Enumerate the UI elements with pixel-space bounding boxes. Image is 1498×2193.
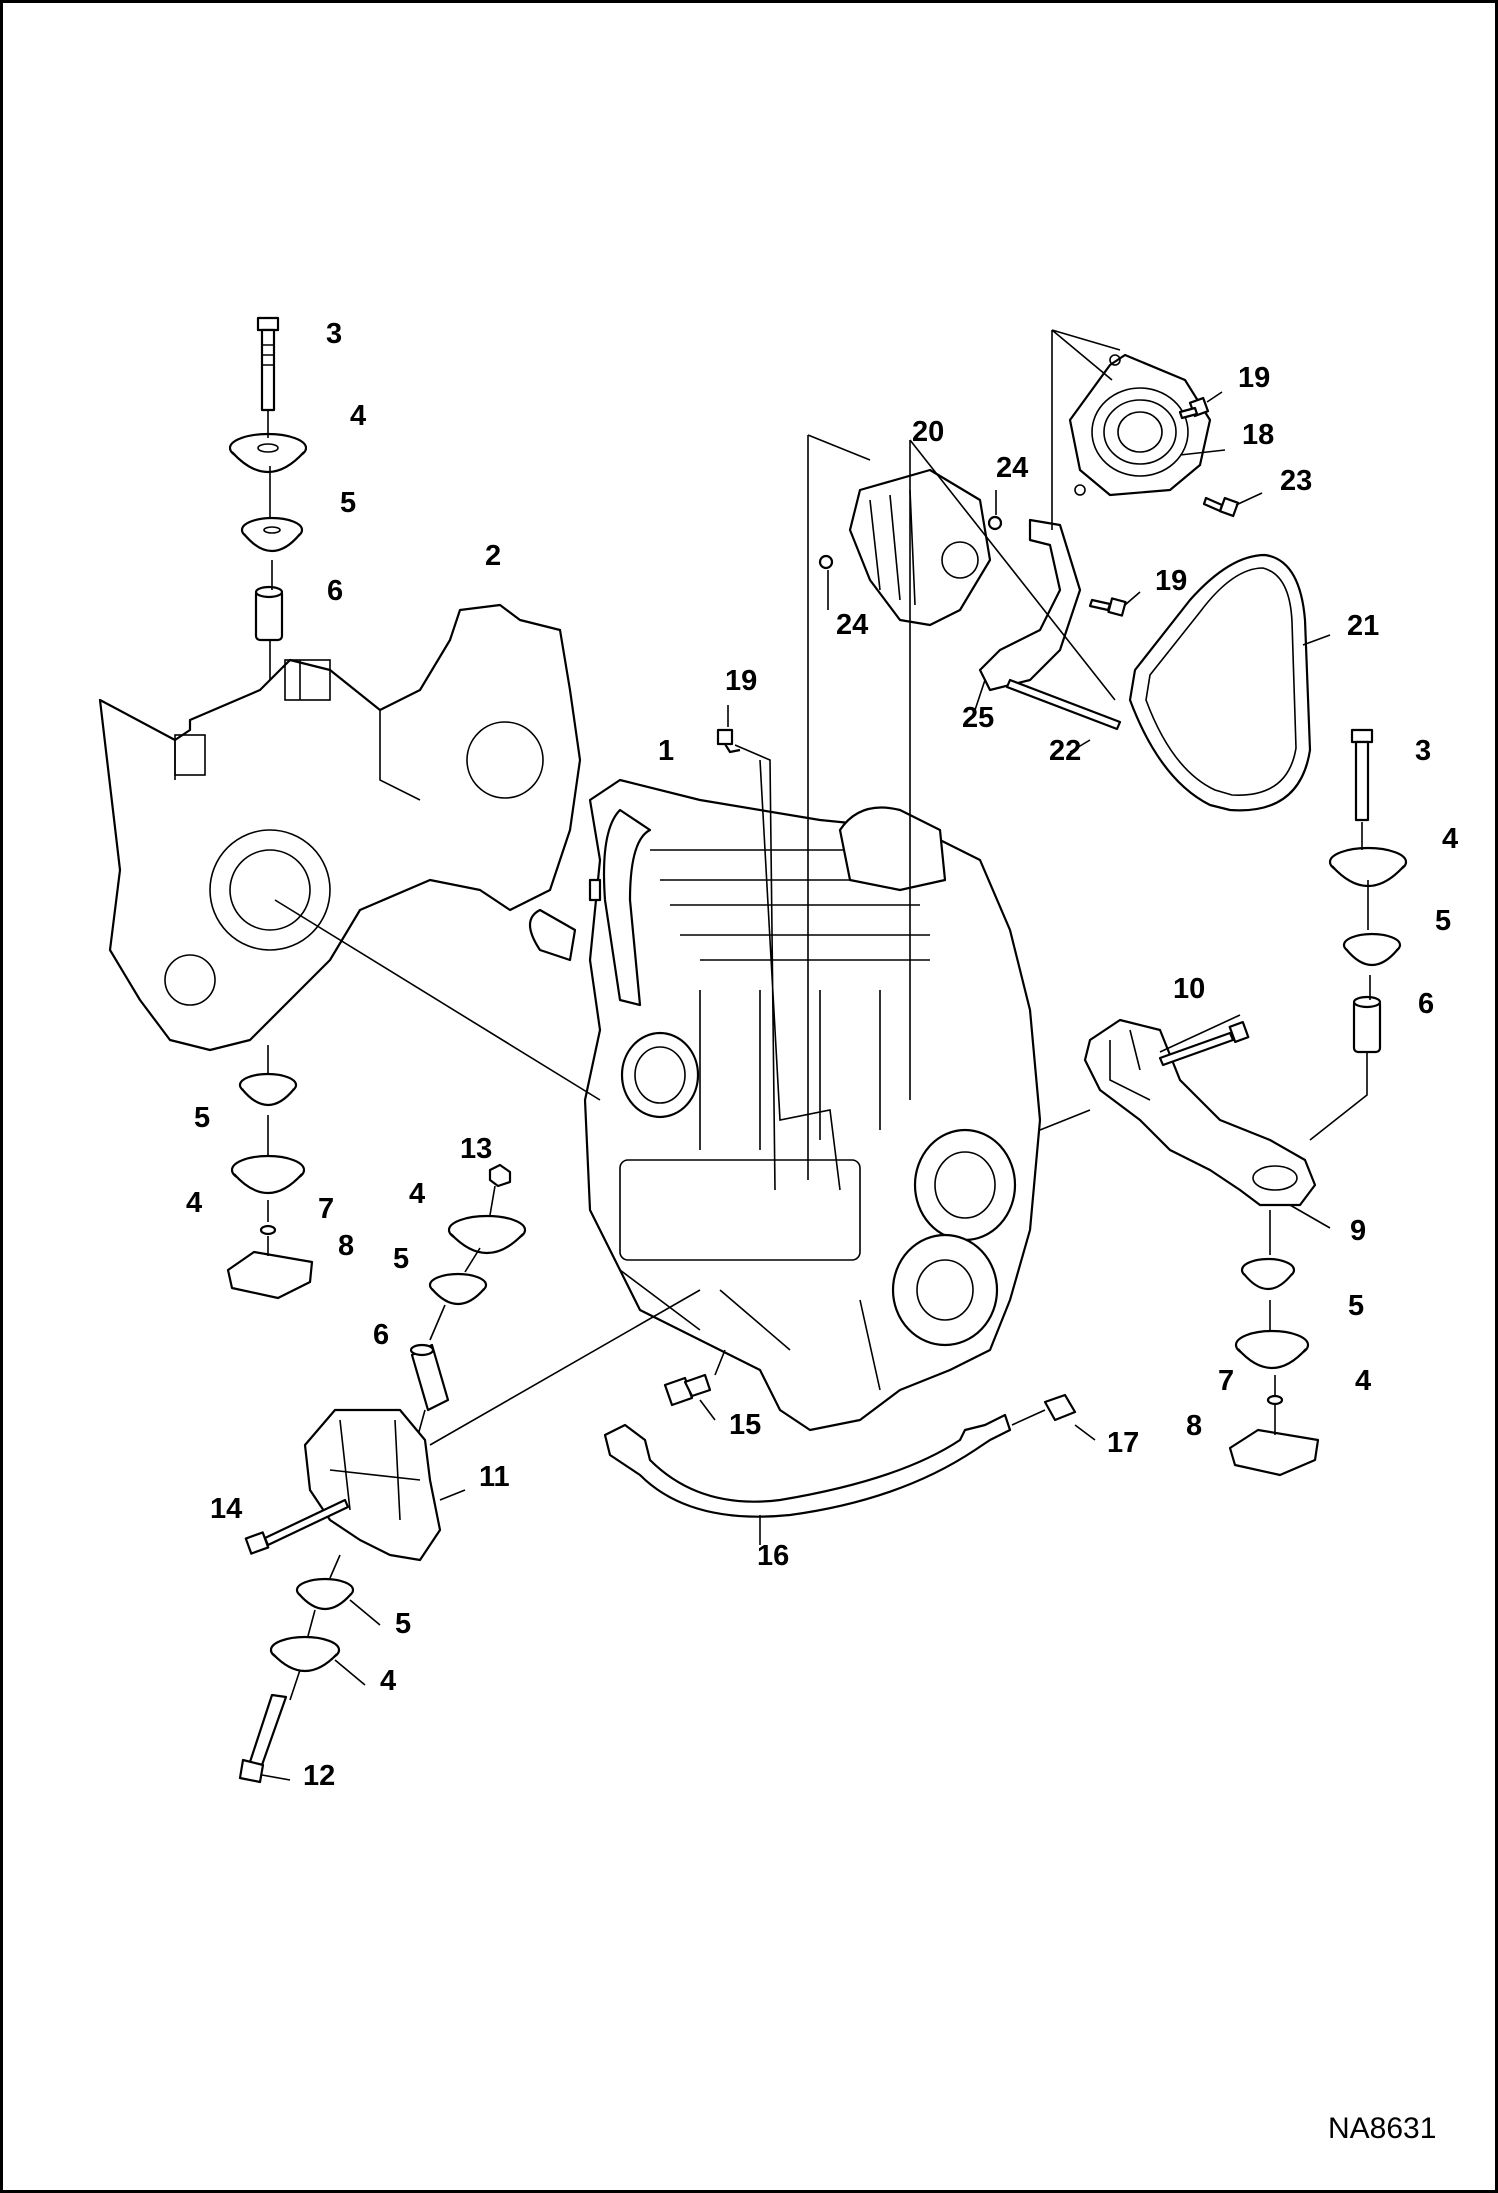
- right-mount-cushion-4: [1328, 846, 1408, 888]
- callout-13: 13: [460, 1133, 492, 1165]
- left-mount-spacer-6: [254, 585, 284, 642]
- bolt-23: [1202, 496, 1240, 518]
- callout-18: 18: [1242, 419, 1274, 451]
- figure-id: NA8631: [1328, 2112, 1436, 2145]
- left-lower-cushion-4: [230, 1154, 306, 1195]
- drain-fitting-15: [663, 1373, 712, 1407]
- callout-24: 24: [996, 452, 1028, 484]
- left-washer-7: [259, 1224, 277, 1236]
- bracket-cushion-4: [269, 1635, 341, 1673]
- center-mount-cushion-4: [447, 1214, 527, 1255]
- callout-1: 1: [658, 735, 674, 767]
- bolt-19b: [1088, 597, 1127, 617]
- callout-2: 2: [485, 540, 501, 572]
- callout-8: 8: [1186, 1410, 1202, 1442]
- callout-5: 5: [340, 487, 356, 519]
- right-mount-spacer-6: [1352, 995, 1382, 1054]
- bolt-19c: [716, 728, 741, 754]
- drive-belt-21: [1128, 553, 1312, 812]
- callout-4: 4: [409, 1178, 425, 1210]
- callout-23: 23: [1280, 465, 1312, 497]
- callout-21: 21: [1347, 610, 1379, 642]
- callout-19: 19: [725, 665, 757, 697]
- callout-19: 19: [1155, 565, 1187, 597]
- callout-11: 11: [479, 1461, 510, 1493]
- callout-6: 6: [373, 1319, 389, 1351]
- right-lower-cushion-4: [1234, 1329, 1310, 1370]
- idler-pulley-18: [1068, 353, 1212, 497]
- engine-mount-bracket-9: [1083, 1018, 1317, 1207]
- left-mount-cushion-4: [228, 432, 308, 474]
- left-mount-bolt-3: [256, 316, 280, 412]
- bell-housing-2: [98, 603, 582, 1052]
- right-mount-cushion-5: [1342, 932, 1402, 966]
- callout-5: 5: [1348, 1290, 1364, 1322]
- callout-7: 7: [318, 1193, 334, 1225]
- callout-5: 5: [1435, 905, 1451, 937]
- pin-22: [1005, 678, 1122, 731]
- bolt-12: [238, 1693, 288, 1784]
- callout-25: 25: [962, 702, 994, 734]
- callout-3: 3: [1415, 735, 1431, 767]
- drain-hose-16: [603, 1413, 1012, 1518]
- callout-9: 9: [1350, 1215, 1366, 1247]
- callout-10: 10: [1173, 973, 1205, 1005]
- right-washer-7: [1266, 1394, 1284, 1406]
- nut-24b: [818, 554, 834, 570]
- callout-6: 6: [327, 575, 343, 607]
- engine-assembly-1: [528, 778, 1042, 1432]
- bolt-10: [1158, 1020, 1250, 1067]
- callout-6: 6: [1418, 988, 1434, 1020]
- callout-14: 14: [210, 1493, 242, 1525]
- left-lower-cushion-5: [238, 1072, 298, 1106]
- callout-8: 8: [338, 1230, 354, 1262]
- callout-19: 19: [1238, 362, 1270, 394]
- left-mount-cushion-5: [240, 516, 304, 552]
- drain-cap-17: [1043, 1393, 1077, 1422]
- mount-bracket-11: [303, 1408, 442, 1562]
- callout-20: 20: [912, 416, 944, 448]
- alternator-20: [848, 468, 992, 627]
- callout-4: 4: [1355, 1365, 1371, 1397]
- callout-5: 5: [393, 1243, 409, 1275]
- callout-5: 5: [395, 1608, 411, 1640]
- alternator-bracket-25: [978, 518, 1082, 692]
- bracket-cushion-5: [295, 1577, 355, 1610]
- callout-4: 4: [186, 1187, 202, 1219]
- nut-13: [488, 1163, 512, 1188]
- callout-4: 4: [380, 1665, 396, 1697]
- callout-7: 7: [1218, 1365, 1234, 1397]
- callout-4: 4: [1442, 823, 1458, 855]
- callout-15: 15: [729, 1409, 761, 1441]
- bolt-19a: [1178, 396, 1210, 420]
- callout-3: 3: [326, 318, 342, 350]
- left-mount-plate-8: [226, 1250, 314, 1300]
- center-mount-cushion-5: [428, 1272, 488, 1305]
- callout-16: 16: [757, 1540, 789, 1572]
- right-lower-cushion-5: [1240, 1257, 1296, 1290]
- callout-17: 17: [1107, 1427, 1139, 1459]
- bolt-14: [244, 1498, 350, 1555]
- callout-4: 4: [350, 400, 366, 432]
- right-mount-plate-8: [1228, 1428, 1320, 1477]
- callout-5: 5: [194, 1102, 210, 1134]
- callout-12: 12: [303, 1760, 335, 1792]
- right-mount-bolt-3: [1350, 728, 1374, 822]
- callout-22: 22: [1049, 735, 1081, 767]
- nut-24a: [987, 515, 1003, 531]
- callout-24: 24: [836, 609, 868, 641]
- center-mount-spacer-6: [409, 1343, 450, 1412]
